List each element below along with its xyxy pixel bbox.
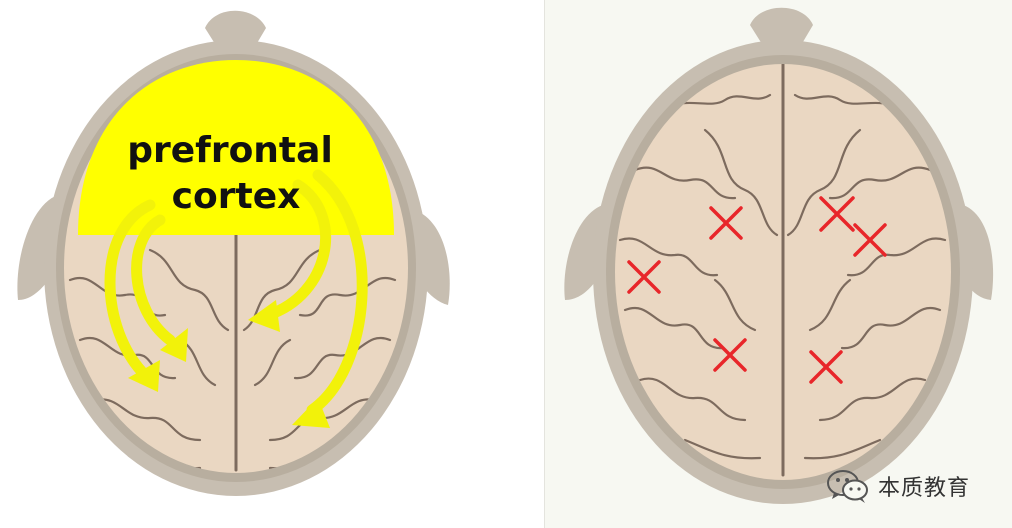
left-brain-illustration: prefrontal cortex <box>17 10 450 496</box>
marker-x-icon <box>853 223 887 257</box>
prefrontal-label-line2: cortex <box>172 176 301 217</box>
marker-x-icon <box>709 206 743 240</box>
marker-x-icon <box>713 338 747 372</box>
wechat-icon <box>827 470 868 503</box>
arrow-heads <box>128 300 330 428</box>
arrow-right-outer <box>306 169 368 416</box>
watermark-text: 本质教育 <box>878 476 971 501</box>
watermark: 本质教育 <box>826 466 970 506</box>
arrow-left-outer <box>104 199 156 381</box>
arrowhead-right-inner <box>248 300 280 332</box>
arrow-left-inner <box>131 214 176 346</box>
right-brain-illustration <box>564 7 994 504</box>
damage-markers <box>627 196 887 384</box>
arrowhead-left-outer <box>128 360 160 392</box>
feedback-arrows <box>104 169 368 416</box>
prefrontal-label-line1: prefrontal <box>127 130 333 171</box>
panel-divider <box>544 0 545 528</box>
left-panel: prefrontal cortex <box>17 10 450 496</box>
right-panel <box>545 0 1012 528</box>
arrow-right-inner <box>262 179 332 321</box>
marker-x-icon <box>819 196 855 232</box>
marker-x-icon <box>809 350 843 384</box>
prefrontal-highlight <box>78 60 394 235</box>
marker-x-icon <box>627 260 661 294</box>
brain-folds <box>618 64 947 477</box>
arrowhead-right-outer <box>292 398 330 428</box>
arrowhead-left-inner <box>160 328 188 362</box>
